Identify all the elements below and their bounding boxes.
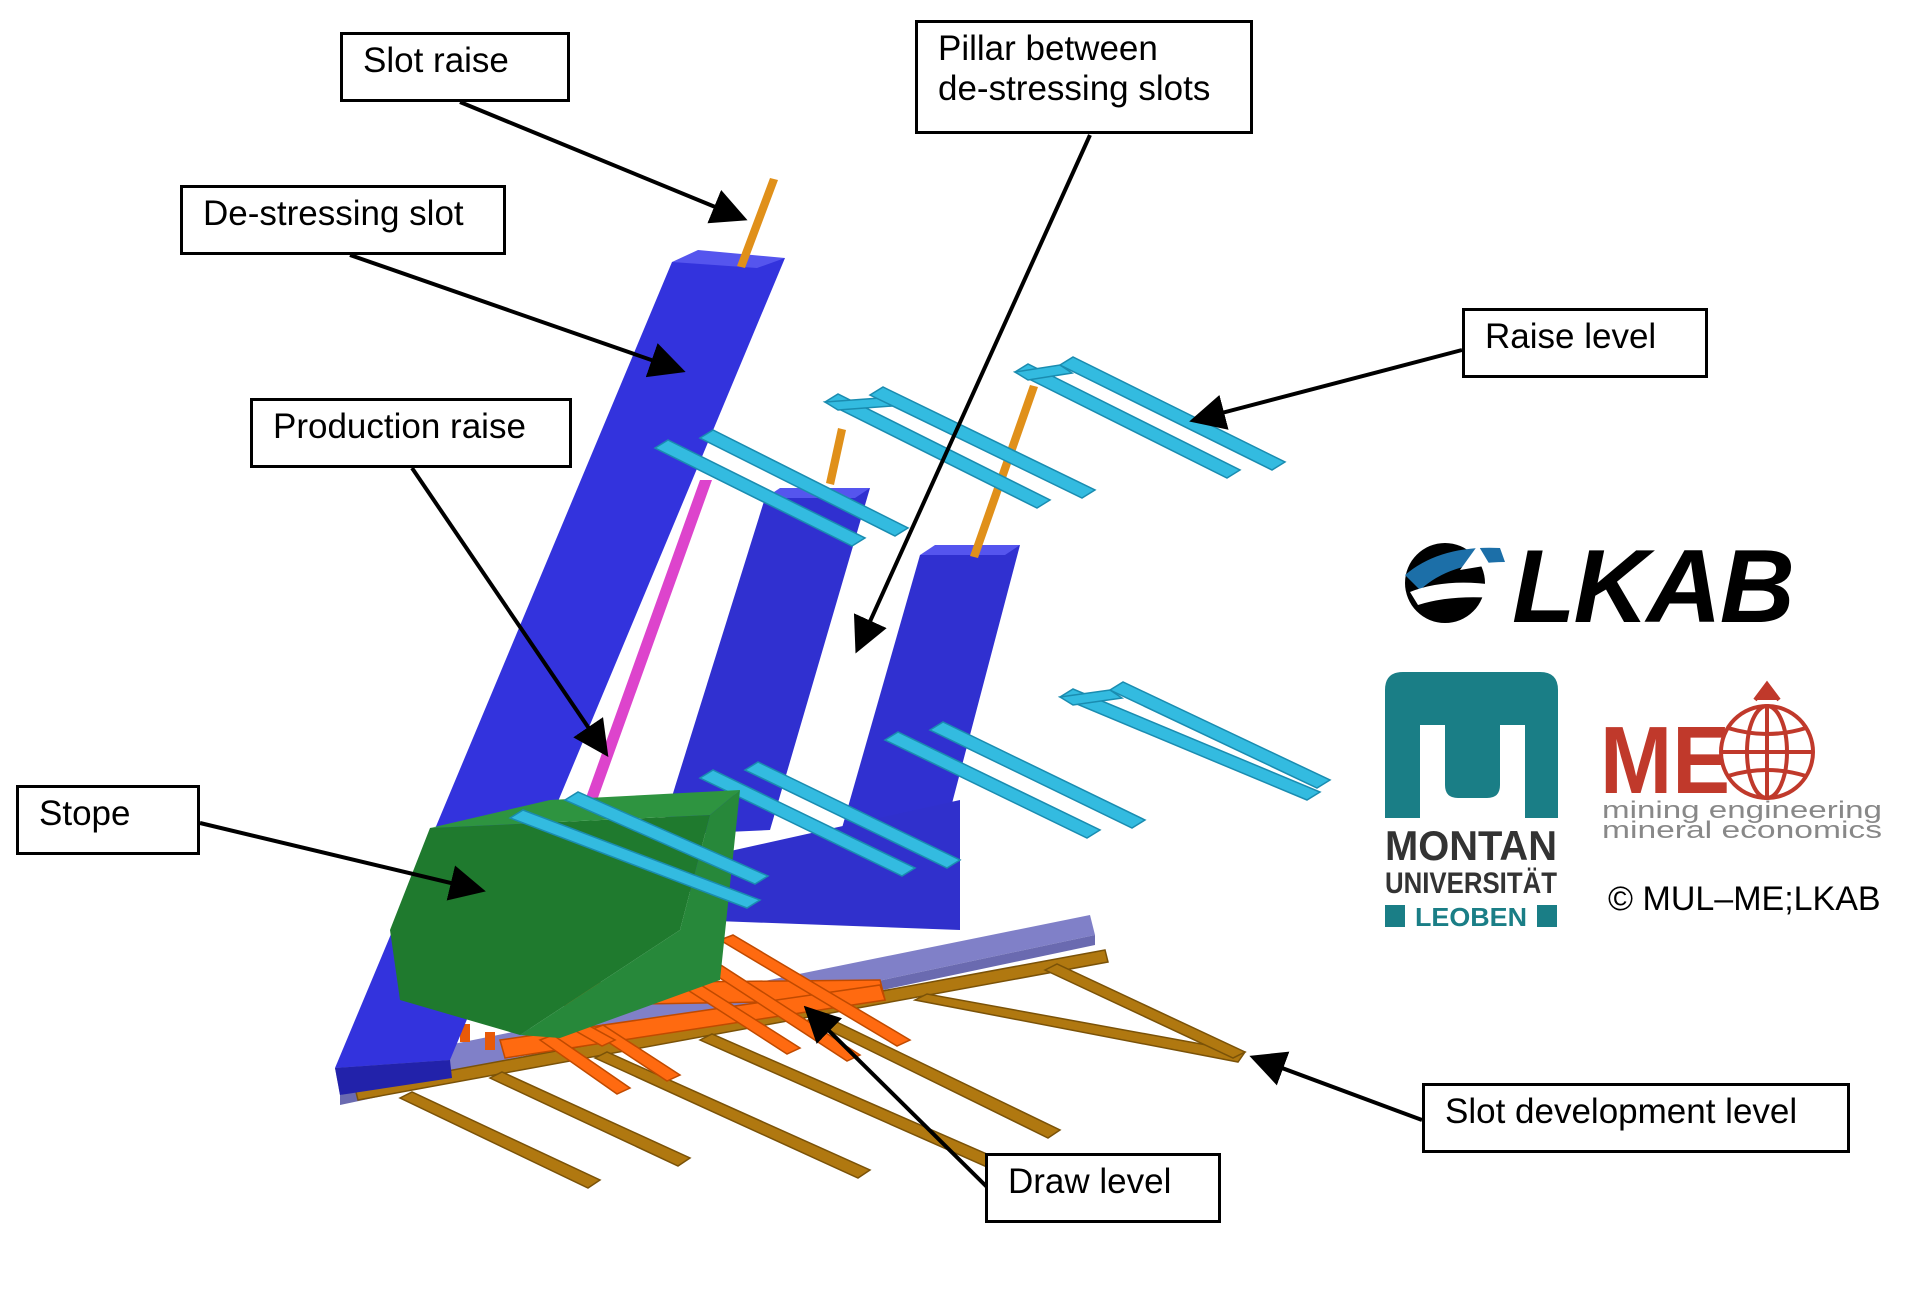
de-stressing-slot-leader xyxy=(349,253,686,378)
slot-development-level-text: Slot development level xyxy=(1445,1092,1798,1131)
production-raise xyxy=(578,480,712,820)
montan-line1: MONTAN xyxy=(1385,822,1557,869)
me-mark: ME xyxy=(1600,707,1730,814)
slot-development-level-label: Slot development level xyxy=(1422,1083,1850,1153)
slot-raise-text: Slot raise xyxy=(363,41,509,80)
stope-text: Stope xyxy=(39,794,131,833)
production-raise-text: Production raise xyxy=(273,407,526,446)
montan-line3: LEOBEN xyxy=(1415,902,1527,932)
de-stressing-slot-label: De-stressing slot xyxy=(180,185,506,255)
stope-leader xyxy=(199,821,486,901)
montan-line2: UNIVERSITÄT xyxy=(1385,867,1557,900)
montan-bar-right xyxy=(1537,905,1557,927)
slot-raise xyxy=(737,178,778,268)
stope-label: Stope xyxy=(16,785,200,855)
raise-level-leader xyxy=(1189,348,1463,430)
copyright-text: © MUL–ME;LKAB xyxy=(1608,880,1881,918)
raise-level-upper xyxy=(653,356,1287,547)
slot-raise-leader xyxy=(459,100,748,224)
slot-development-level-leader xyxy=(1249,1051,1423,1122)
raise-level-label: Raise level xyxy=(1462,308,1708,378)
slot-raise-label: Slot raise xyxy=(340,32,570,102)
draw-level-text: Draw level xyxy=(1008,1162,1172,1201)
me-line1: mining engineering xyxy=(1602,797,1882,824)
slot-raise-3 xyxy=(970,385,1038,558)
montan-logo: MONTAN UNIVERSITÄT LEOBEN xyxy=(1385,672,1558,932)
lkab-wordmark: LKAB xyxy=(1512,529,1793,645)
raise-level-stope-crossing xyxy=(508,791,770,909)
production-raise-leader xyxy=(410,466,609,757)
draw-level-label: Draw level xyxy=(985,1153,1221,1223)
montan-bar-left xyxy=(1385,905,1405,927)
pillar-label: Pillar between de-stressing slots xyxy=(915,20,1253,134)
lkab-emblem-icon xyxy=(1405,543,1505,623)
pillar-leader xyxy=(853,134,1092,654)
montan-m-icon xyxy=(1385,672,1558,818)
raise-level-lower xyxy=(698,681,1332,877)
me-logo: ME mining engineering mineral economics xyxy=(1600,680,1882,844)
globe-icon xyxy=(1719,680,1815,800)
leader-lines xyxy=(199,100,1463,1192)
slot-raise-2 xyxy=(826,428,846,485)
pillar-text-line1: Pillar between xyxy=(938,29,1158,68)
draw-level-leader xyxy=(803,1005,992,1192)
me-line2: mineral economics xyxy=(1602,817,1882,844)
lkab-logo: LKAB xyxy=(1405,529,1795,645)
raise-level-text: Raise level xyxy=(1485,317,1657,356)
de-stressing-slot-text: De-stressing slot xyxy=(203,194,464,233)
pillar-text-line2: de-stressing slots xyxy=(938,69,1211,108)
slot-development-level xyxy=(354,949,1247,1195)
production-raise-label: Production raise xyxy=(250,398,572,468)
